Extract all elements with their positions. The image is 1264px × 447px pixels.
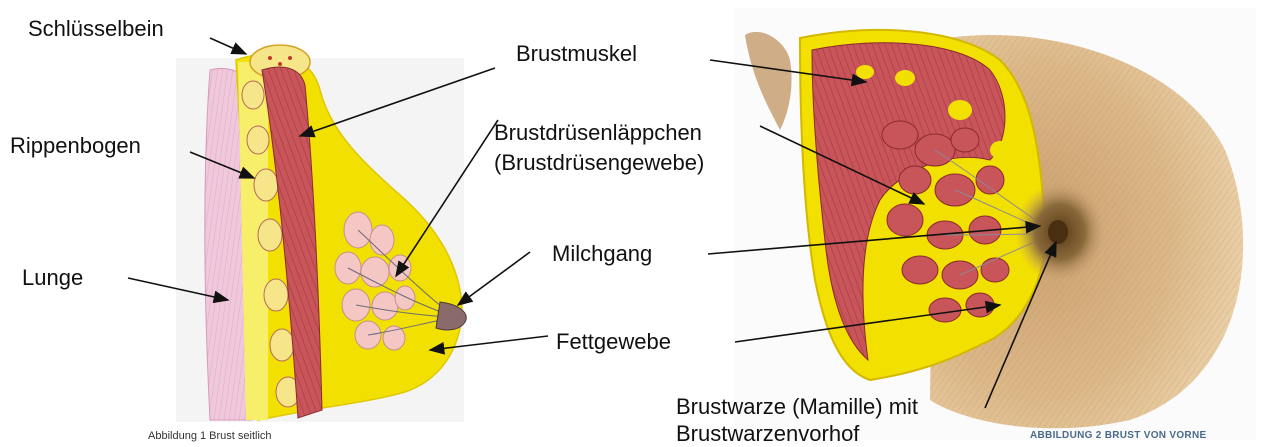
label-nipple-line2: Brustwarzenvorhof (676, 421, 859, 447)
label-nipple-line1: Brustwarze (Mamille) mit (676, 394, 918, 420)
label-ribs: Rippenbogen (10, 133, 141, 159)
nipple-front (1048, 220, 1068, 244)
caption-figure2: ABBILDUNG 2 BRUST VON VORNE (1030, 430, 1206, 441)
label-clavicle: Schlüsselbein (28, 16, 164, 42)
arrow-duct-side (458, 252, 530, 305)
label-lung: Lunge (22, 265, 83, 291)
label-lobules-line1: Brustdrüsenläppchen (494, 120, 702, 146)
figure1-illustration (176, 45, 466, 422)
label-lobules-line2: (Brustdrüsengewebe) (494, 150, 704, 176)
arrow-clavicle (210, 38, 246, 54)
figure2-illustration (734, 8, 1256, 440)
caption-figure1: Abbildung 1 Brust seitlich (148, 430, 272, 442)
label-milk-duct: Milchgang (552, 241, 652, 267)
label-pectoral-muscle: Brustmuskel (516, 41, 637, 67)
label-fat-tissue: Fettgewebe (556, 329, 671, 355)
